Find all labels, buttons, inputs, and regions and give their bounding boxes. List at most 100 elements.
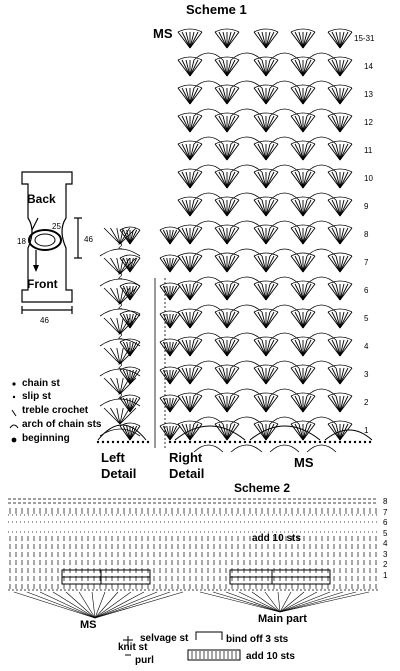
- fan-stitch: [226, 395, 232, 413]
- gather-line: [91, 591, 96, 619]
- fan-stitch: [331, 227, 341, 245]
- fan-arc: [159, 226, 181, 231]
- fan-arc: [214, 168, 240, 173]
- fan-stitch: [119, 285, 131, 301]
- fan-stitch: [166, 341, 171, 357]
- fan-stitch: [257, 199, 267, 217]
- row-number: 4: [364, 342, 369, 351]
- fan-stitch: [327, 367, 341, 385]
- fan-stitch: [189, 31, 199, 49]
- fan-stitch: [298, 283, 304, 301]
- scheme1-fan: [327, 280, 353, 301]
- scheme1-fan: [214, 28, 240, 49]
- fan-stitch: [159, 425, 171, 441]
- fan-stitch: [169, 257, 174, 273]
- fan-arc: [327, 196, 353, 201]
- fan-stitch: [116, 287, 121, 305]
- scheme1-fan: [290, 112, 316, 133]
- scheme1-arch: [269, 360, 300, 369]
- fan-arc: [290, 84, 316, 89]
- fan-stitch: [339, 59, 353, 77]
- fan-stitch: [119, 407, 130, 425]
- fan-arc: [253, 84, 279, 89]
- fan-stitch: [261, 367, 267, 385]
- fan-stitch: [226, 339, 236, 357]
- fan-stitch: [169, 341, 181, 357]
- fan-stitch: [298, 255, 304, 273]
- fan-stitch: [122, 313, 131, 329]
- fan-stitch: [339, 87, 349, 105]
- fan-stitch: [189, 283, 195, 301]
- fan-stitch: [257, 311, 267, 329]
- fan-stitch: [214, 395, 228, 413]
- fan-stitch: [253, 199, 267, 217]
- fan-stitch: [302, 115, 316, 133]
- fan-stitch: [181, 395, 191, 413]
- fan-stitch: [339, 367, 345, 385]
- scheme1-fan: [177, 56, 203, 77]
- fan-stitch: [122, 425, 131, 441]
- fan-arc: [214, 308, 240, 313]
- fan-stitch: [116, 257, 121, 275]
- fan-stitch: [339, 283, 349, 301]
- scheme2-gathering-lines: [13, 591, 370, 619]
- left-detail-fan: [99, 227, 141, 257]
- scheme1-arch: [193, 388, 224, 397]
- fan-stitch: [327, 339, 341, 357]
- fan-stitch: [265, 143, 275, 161]
- fan-stitch: [126, 369, 131, 385]
- fan-stitch: [265, 423, 275, 441]
- fan-stitch: [189, 227, 199, 245]
- fan-stitch: [169, 313, 181, 329]
- fan-stitch: [189, 395, 199, 413]
- fan-stitch: [339, 143, 353, 161]
- fan-stitch: [302, 283, 312, 301]
- fan-arc: [327, 112, 353, 117]
- gather-line: [94, 591, 145, 619]
- fan-stitch: [302, 423, 316, 441]
- chain-dot: [248, 440, 252, 444]
- fan-stitch: [189, 311, 199, 329]
- base-arch: [174, 425, 246, 441]
- scheme1-fan: [119, 422, 141, 441]
- fan-arc: [159, 422, 181, 427]
- scheme1-fan: [214, 84, 240, 105]
- fan-stitch: [265, 31, 279, 49]
- fan-stitch: [119, 341, 131, 357]
- fan-stitch: [265, 59, 279, 77]
- fan-stitch: [290, 199, 304, 217]
- gather-line: [279, 591, 370, 613]
- fan-stitch: [226, 171, 240, 189]
- fan-stitch: [218, 339, 228, 357]
- fan-stitch: [339, 31, 353, 49]
- fan-stitch: [327, 423, 341, 441]
- scheme1-fan: [290, 168, 316, 189]
- scheme1-fan: [327, 196, 353, 217]
- row-number: 2: [383, 560, 388, 569]
- scheme1-arch: [269, 80, 300, 89]
- fan-stitch: [189, 59, 195, 77]
- scheme1-fan: [214, 336, 240, 357]
- left-detail-arch: [99, 278, 141, 287]
- fan-stitch: [339, 395, 353, 413]
- fan-stitch: [302, 199, 312, 217]
- fan-stitch: [294, 115, 304, 133]
- scheme1-fan: [159, 282, 181, 301]
- fan-stitch: [302, 143, 316, 161]
- fan-stitch: [226, 367, 236, 385]
- fan-stitch: [169, 369, 181, 385]
- gather-line: [251, 591, 281, 613]
- chain-dot: [121, 440, 125, 444]
- scheme1-fan: [327, 364, 353, 385]
- fan-stitch: [331, 143, 341, 161]
- fan-stitch: [166, 229, 171, 245]
- fan-stitch: [339, 255, 345, 273]
- fan-stitch: [327, 115, 341, 133]
- fan-stitch: [169, 425, 174, 441]
- chain-dot: [203, 440, 207, 444]
- fan-stitch: [116, 407, 121, 425]
- scheme1-fan: [253, 280, 279, 301]
- fan-stitch: [122, 369, 131, 385]
- fan-stitch: [162, 369, 171, 385]
- fan-stitch: [162, 285, 171, 301]
